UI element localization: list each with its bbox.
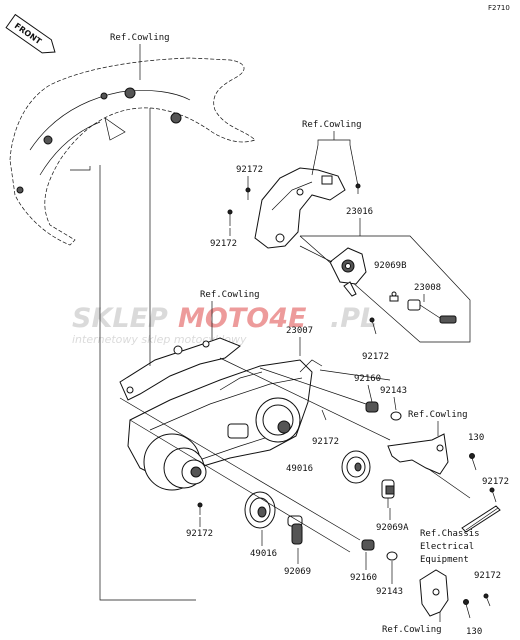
bolt-92172-b	[227, 209, 233, 226]
bulb-49016-a	[341, 450, 371, 484]
label-ref-cowling-bottom: Ref.Cowling	[382, 625, 442, 635]
label-92172-d: 92172	[312, 437, 339, 447]
label-92160-b: 92160	[350, 573, 377, 583]
label-ref-cowling-mid: Ref.Cowling	[200, 290, 260, 300]
headlight-stay	[119, 337, 241, 401]
svg-text:SKLEP: SKLEP	[72, 303, 168, 334]
headlight-assembly	[127, 359, 323, 491]
label-92069: 92069	[284, 567, 311, 577]
adjuster-motor-assembly	[299, 245, 367, 297]
socket-92069a	[381, 479, 395, 508]
bolt-92172-g	[483, 593, 491, 607]
collar-92143-a	[390, 411, 402, 421]
screw-130-b	[463, 599, 471, 619]
label-49016-b: 49016	[250, 549, 277, 559]
label-23007: 23007	[286, 326, 313, 336]
label-92172-a: 92172	[236, 165, 263, 175]
cowling-grommet-2	[170, 112, 182, 124]
label-23016: 23016	[346, 207, 373, 217]
screw-130-a	[469, 453, 477, 471]
label-92143-b: 92143	[376, 587, 403, 597]
cowling-grommet-5	[16, 186, 24, 194]
bolt-92172-a	[245, 187, 251, 200]
chassis-reference-strip	[461, 505, 501, 533]
bulb-49016-b	[244, 491, 276, 529]
upper-cowling-reference	[9, 57, 256, 246]
label-ref-cowling-bracket: Ref.Cowling	[408, 410, 468, 420]
socket-92069	[287, 515, 303, 545]
front-direction-badge: FRONT	[5, 13, 56, 54]
label-92160-a: 92160	[354, 374, 381, 384]
connection-lines	[70, 108, 471, 622]
label-23008: 23008	[414, 283, 441, 293]
label-92172-e: 92172	[482, 477, 509, 487]
adjuster-cable-23008	[407, 299, 457, 324]
label-ref-cowling-top: Ref.Cowling	[110, 33, 170, 43]
cowling-bracket-lower	[419, 569, 449, 617]
cowling-grommet-1	[124, 87, 136, 99]
bolt-92172-f	[197, 502, 203, 515]
bolt-right-mid	[369, 317, 377, 335]
cowling-grommet-4	[43, 135, 53, 145]
collar-92143-b	[386, 551, 398, 561]
grommet-92160-b	[361, 539, 375, 551]
label-92172-f: 92172	[186, 529, 213, 539]
label-ref-chassis-3: Equipment	[420, 555, 469, 565]
label-92069b: 92069B	[374, 261, 407, 271]
headlight-bracket-23016	[254, 167, 346, 249]
label-49016-a: 49016	[286, 464, 313, 474]
label-130-b: 130	[466, 627, 482, 637]
bulb-socket-small	[389, 291, 399, 302]
label-ref-chassis-1: Ref.Chassis	[420, 529, 480, 539]
grommet-92160-a	[365, 401, 379, 413]
watermark: SKLEP MOTO4E .PL internetowy sklep motoc…	[72, 303, 377, 346]
label-ref-cowling-right: Ref.Cowling	[302, 120, 362, 130]
label-92172-c: 92172	[362, 352, 389, 362]
figure-code: F2710	[488, 4, 510, 12]
label-92172-b: 92172	[210, 239, 237, 249]
cowling-bracket-upper	[387, 433, 449, 475]
cowling-grommet-3	[100, 92, 108, 100]
label-130-a: 130	[468, 433, 484, 443]
svg-text:MOTO4E: MOTO4E	[178, 303, 307, 334]
label-ref-chassis-2: Electrical	[420, 542, 474, 552]
bolt-92172-e	[489, 487, 497, 503]
svg-text:.PL: .PL	[330, 303, 377, 334]
label-92172-g: 92172	[474, 571, 501, 581]
label-92143-a: 92143	[380, 386, 407, 396]
label-92069a: 92069A	[376, 523, 409, 533]
bolt-right-top	[355, 183, 361, 194]
